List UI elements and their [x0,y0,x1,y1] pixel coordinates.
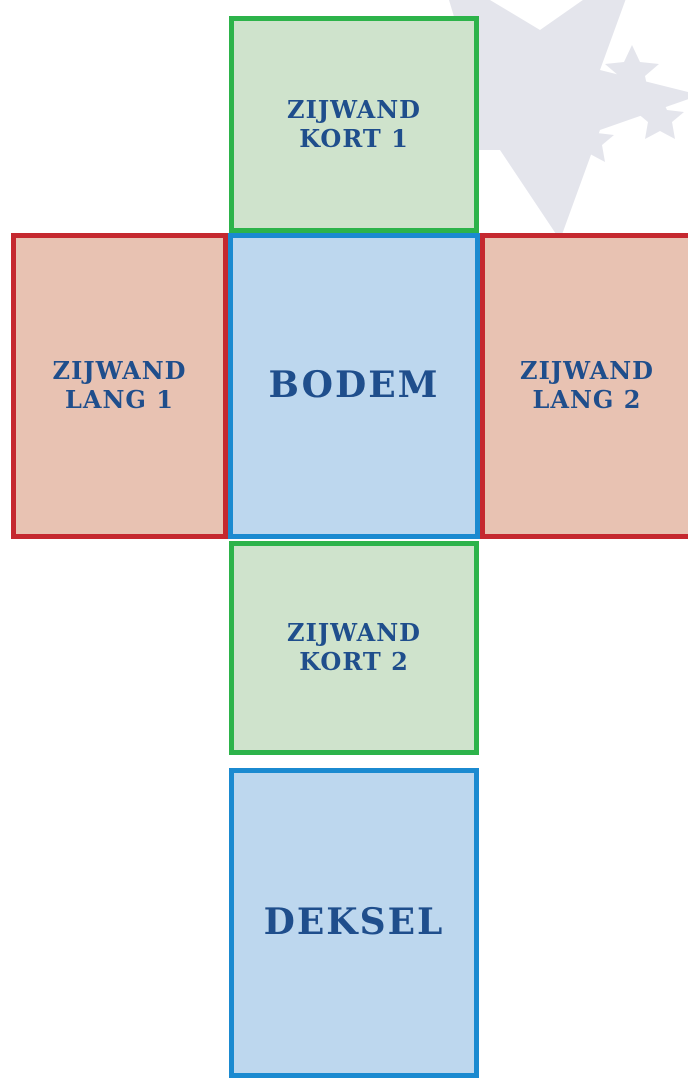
label-line-2: kort 2 [299,647,409,676]
panel-zijwand-kort-2: Zijwand kort 2 [229,541,479,755]
label-line-2: lang 2 [532,385,642,414]
panel-zijwand-lang-1: Zijwand lang 1 [11,233,228,539]
small-star-icon [566,118,614,162]
small-star-icon [636,95,684,139]
small-star-icon [605,45,659,95]
small-star-icon [576,80,616,117]
panel-label: Zijwand kort 1 [287,94,421,154]
label-line-1: Zijwand [52,356,187,386]
label-line-2: kort 1 [299,123,409,153]
panel-label: Deksel [263,901,445,944]
label-line-2: lang 1 [65,385,174,414]
panel-label: Zijwand lang 2 [520,356,654,415]
panel-zijwand-kort-1: Zijwand kort 1 [229,16,479,233]
panel-bodem: Bodem [228,233,480,539]
label-line-1: Zijwand [287,618,421,648]
panel-deksel: Deksel [229,768,479,1078]
panel-label: Bodem [268,364,440,407]
panel-label: Zijwand kort 2 [287,618,421,677]
label-line-1: Zijwand [287,94,421,124]
label-line-1: Zijwand [520,356,654,386]
panel-label: Zijwand lang 1 [52,356,187,415]
panel-zijwand-lang-2: Zijwand lang 2 [480,233,688,539]
